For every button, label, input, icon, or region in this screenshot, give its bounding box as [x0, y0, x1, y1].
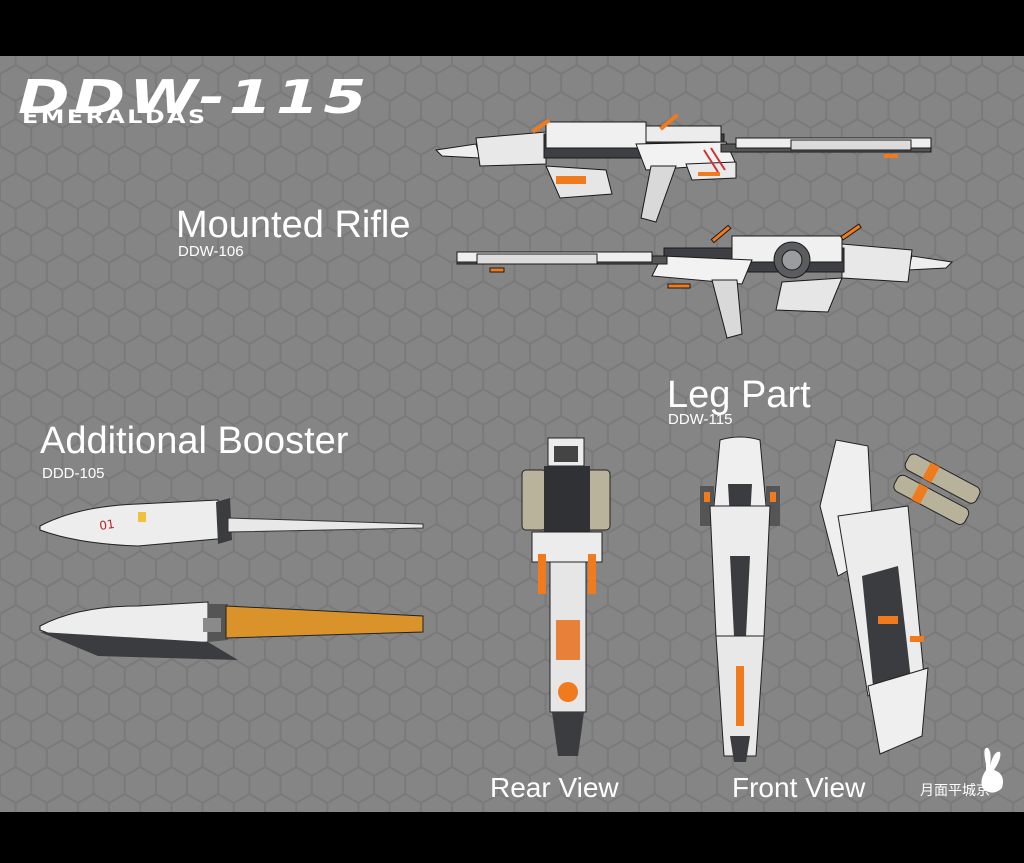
accent-panel: [556, 176, 586, 184]
accent-panel: [884, 154, 898, 158]
booster-code: DDD-105: [42, 465, 105, 482]
leg-code: DDW-115: [668, 411, 733, 428]
rifle-code: DDW-106: [178, 243, 244, 260]
rifle-side-view-upper: [434, 113, 932, 223]
booster-side-view-lower: [39, 601, 424, 660]
subtitle-logo: EMERALDAS: [22, 106, 208, 128]
design-sheet-panel: DDW-115 EMERALDAS Mounted Rifle DDW-106 …: [0, 56, 1024, 812]
title-logo: DDW-115: [18, 70, 371, 124]
leg-heading: Leg Part: [667, 374, 811, 416]
artist-signature: 月面平城京: [920, 783, 990, 799]
leg-rear-view: [521, 437, 611, 756]
hexagon-pattern-background: [0, 56, 1024, 812]
hexagon-grid: [0, 56, 1024, 812]
booster-marking: 01: [98, 517, 115, 533]
booster-side-view-upper: 01: [39, 498, 424, 547]
rifle-side-view-lower: [456, 223, 954, 339]
accent-panel: [698, 172, 720, 176]
accent-fin: [531, 118, 551, 134]
rabbit-logo-icon: [981, 747, 1003, 793]
leg-front-view: [700, 436, 780, 762]
leg-side-view: [819, 439, 981, 755]
front-view-caption: Front View: [732, 772, 866, 803]
rifle-heading: Mounted Rifle: [176, 204, 411, 246]
rear-view-caption: Rear View: [490, 772, 619, 803]
accent-fin: [659, 113, 679, 131]
booster-heading: Additional Booster: [40, 420, 349, 462]
